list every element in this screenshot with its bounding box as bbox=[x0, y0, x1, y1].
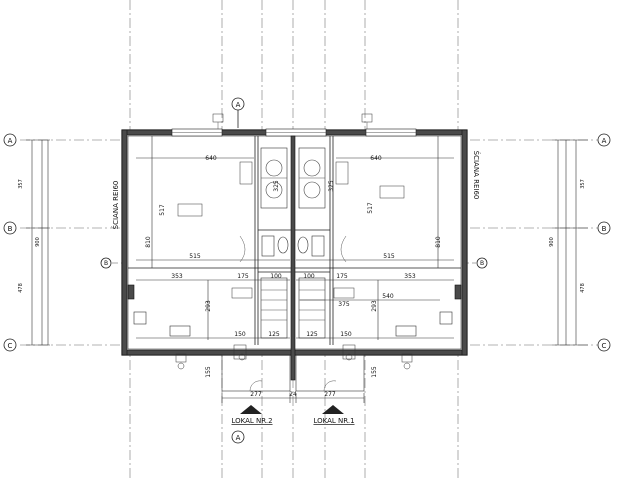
wall-label-right: ŚCIANA REI60 bbox=[472, 151, 481, 200]
right-dimension-chain: 357 478 900 bbox=[549, 139, 588, 346]
svg-text:100: 100 bbox=[270, 273, 282, 280]
svg-text:B: B bbox=[602, 225, 607, 233]
svg-text:A: A bbox=[8, 137, 13, 145]
svg-text:353: 353 bbox=[171, 273, 183, 280]
svg-text:293: 293 bbox=[205, 300, 212, 312]
svg-text:640: 640 bbox=[205, 155, 217, 162]
unit-label-1: LOKAL NR.1 bbox=[313, 405, 355, 425]
axis-bubble-a-left: A bbox=[3, 133, 17, 147]
dimension-texts: 640 640 325 325 517 517 810 810 515 515 … bbox=[145, 155, 442, 378]
svg-text:277: 277 bbox=[324, 391, 336, 398]
unit-label-2: LOKAL NR.2 bbox=[231, 405, 273, 425]
window-markers-top bbox=[212, 113, 373, 129]
svg-text:640: 640 bbox=[370, 155, 382, 162]
svg-text:900: 900 bbox=[35, 237, 41, 247]
svg-text:125: 125 bbox=[268, 331, 280, 338]
svg-text:B: B bbox=[104, 260, 108, 267]
windows-top bbox=[171, 128, 417, 137]
svg-text:357: 357 bbox=[580, 179, 586, 189]
svg-text:353: 353 bbox=[404, 273, 416, 280]
svg-text:325: 325 bbox=[328, 180, 335, 192]
svg-text:293: 293 bbox=[371, 300, 378, 312]
central-party-wall bbox=[290, 135, 296, 381]
section-marker-b-right: B bbox=[476, 257, 488, 269]
svg-text:517: 517 bbox=[159, 204, 166, 216]
svg-text:150: 150 bbox=[340, 331, 352, 338]
svg-text:C: C bbox=[602, 342, 607, 350]
section-marker-a-bottom: A bbox=[231, 430, 245, 444]
room-tags bbox=[177, 161, 405, 299]
svg-text:375: 375 bbox=[338, 301, 350, 308]
svg-text:277: 277 bbox=[250, 391, 262, 398]
svg-text:A: A bbox=[236, 101, 241, 109]
svg-text:517: 517 bbox=[367, 202, 374, 214]
bottom-dimension-chain: 277 24 277 bbox=[221, 391, 365, 403]
svg-text:175: 175 bbox=[336, 273, 348, 280]
svg-text:515: 515 bbox=[189, 253, 201, 260]
svg-text:810: 810 bbox=[435, 236, 442, 248]
svg-text:B: B bbox=[8, 225, 13, 233]
svg-text:478: 478 bbox=[18, 283, 24, 293]
svg-text:900: 900 bbox=[549, 237, 555, 247]
svg-text:A: A bbox=[602, 137, 607, 145]
section-marker-b-left: B bbox=[100, 257, 112, 269]
svg-text:150: 150 bbox=[234, 331, 246, 338]
svg-text:LOKAL NR.1: LOKAL NR.1 bbox=[313, 417, 354, 425]
window-markers-bottom bbox=[175, 353, 413, 370]
axis-bubble-c-right: C bbox=[597, 338, 611, 352]
axis-bubble-c-left: C bbox=[3, 338, 17, 352]
svg-text:325: 325 bbox=[273, 180, 280, 192]
wall-label-left: ŚCIANA REI60 bbox=[111, 181, 120, 230]
svg-text:478: 478 bbox=[580, 283, 586, 293]
section-marker-a-top: A bbox=[231, 97, 245, 128]
svg-text:175: 175 bbox=[237, 273, 249, 280]
svg-text:515: 515 bbox=[383, 253, 395, 260]
axis-bubble-b-right: B bbox=[597, 221, 611, 235]
svg-text:B: B bbox=[480, 260, 484, 267]
svg-text:100: 100 bbox=[303, 273, 315, 280]
svg-text:155: 155 bbox=[205, 366, 212, 378]
interior-walls bbox=[128, 136, 461, 345]
column-details bbox=[127, 284, 462, 337]
internal-dimension-lines bbox=[136, 136, 454, 340]
svg-text:125: 125 bbox=[306, 331, 318, 338]
svg-text:155: 155 bbox=[371, 366, 378, 378]
svg-text:24: 24 bbox=[289, 391, 297, 398]
axis-bubble-a-right: A bbox=[597, 133, 611, 147]
svg-text:A: A bbox=[236, 434, 241, 442]
svg-text:357: 357 bbox=[18, 179, 24, 189]
svg-text:LOKAL NR.2: LOKAL NR.2 bbox=[231, 417, 272, 425]
svg-text:540: 540 bbox=[382, 293, 394, 300]
svg-text:810: 810 bbox=[145, 236, 152, 248]
entrances bbox=[221, 344, 365, 392]
axis-bubble-b-left: B bbox=[3, 221, 17, 235]
left-dimension-chain: 357 478 900 bbox=[18, 139, 50, 346]
svg-text:C: C bbox=[8, 342, 13, 350]
